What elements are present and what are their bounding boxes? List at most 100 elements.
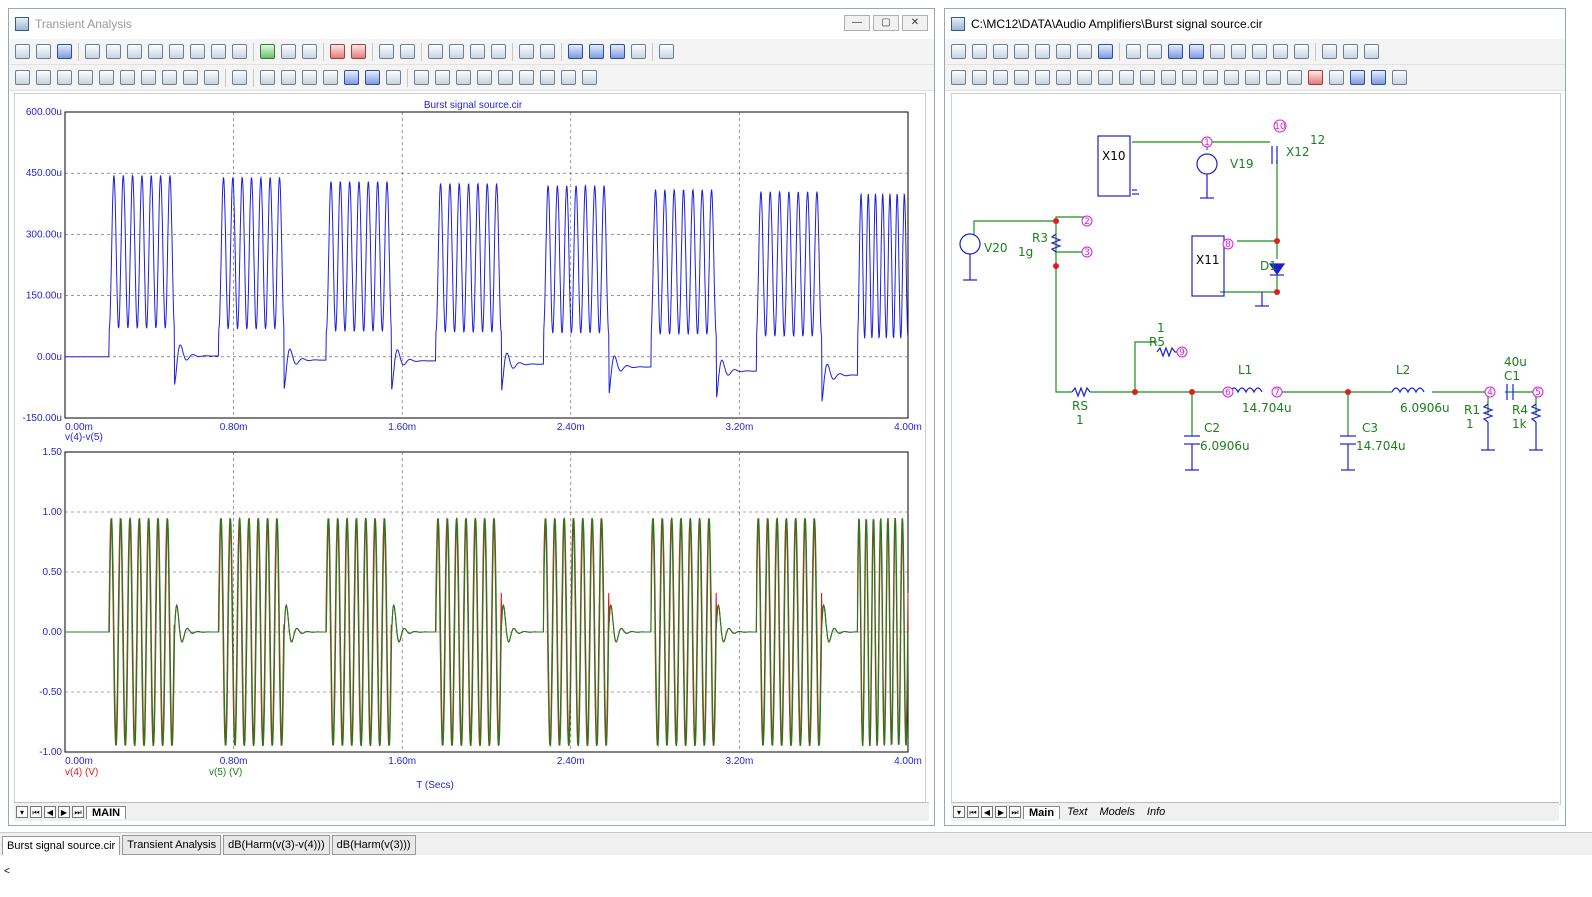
layout-b-icon[interactable] <box>449 44 464 59</box>
format-icon[interactable] <box>456 70 471 85</box>
graph-view-icon[interactable] <box>85 44 100 59</box>
info-icon[interactable] <box>1168 44 1183 59</box>
tab-main-plot[interactable]: MAIN <box>86 805 127 819</box>
copy-schematic-icon[interactable] <box>1224 70 1239 85</box>
more-icon[interactable] <box>1203 70 1218 85</box>
nav-down-icon[interactable]: ▾ <box>16 806 28 818</box>
s-nav-prev-icon[interactable]: ◀ <box>981 806 993 818</box>
component-icon[interactable] <box>1098 44 1113 59</box>
close-button[interactable]: ✕ <box>902 15 928 31</box>
cursor-mode-icon[interactable] <box>302 70 317 85</box>
zoom-in-y-icon[interactable] <box>148 44 163 59</box>
zoom-fit-icon[interactable] <box>568 44 583 59</box>
minor-grid-icon[interactable] <box>400 44 415 59</box>
align-middle-icon[interactable] <box>582 70 597 85</box>
transient-plot[interactable]: Burst signal source.cir 600.00u450.00u30… <box>15 94 925 804</box>
binoculars-icon[interactable] <box>1077 70 1092 85</box>
limits-icon[interactable] <box>659 44 674 59</box>
align-left-icon[interactable] <box>519 70 534 85</box>
schematic-window[interactable]: C:\MC12\DATA\Audio Amplifiers\Burst sign… <box>944 8 1566 826</box>
tile-icon[interactable] <box>540 44 555 59</box>
schematic-titlebar[interactable]: C:\MC12\DATA\Audio Amplifiers\Burst sign… <box>945 9 1565 39</box>
tab-info[interactable]: Info <box>1146 806 1166 818</box>
empty-icon[interactable] <box>972 70 987 85</box>
scale-icon[interactable] <box>330 44 345 59</box>
record-icon[interactable] <box>1161 70 1176 85</box>
flag-icon[interactable] <box>1056 44 1071 59</box>
select-mode-icon[interactable] <box>15 44 30 59</box>
zoom-out-icon[interactable] <box>1371 70 1386 85</box>
stop-circle-icon[interactable] <box>1182 70 1197 85</box>
grid-toggle-icon[interactable] <box>379 44 394 59</box>
tab-models[interactable]: Models <box>1099 806 1135 818</box>
inflection-icon[interactable] <box>99 70 114 85</box>
trace-v4-minus-v5[interactable] <box>65 173 909 402</box>
paste-schematic-icon[interactable] <box>1245 70 1260 85</box>
notes-icon[interactable] <box>1329 70 1344 85</box>
stop-icon[interactable] <box>281 44 296 59</box>
paste-icon[interactable] <box>498 70 513 85</box>
zoom-out-icon[interactable] <box>631 44 646 59</box>
split-icon[interactable] <box>519 44 534 59</box>
region-icon[interactable] <box>951 70 966 85</box>
help-icon[interactable] <box>1189 44 1204 59</box>
magnify-minus-icon[interactable] <box>365 70 380 85</box>
bottom-icon[interactable] <box>204 70 219 85</box>
transient-titlebar[interactable]: Transient Analysis — ▢ ✕ <box>9 9 934 39</box>
run-icon[interactable] <box>260 44 275 59</box>
zoom-x-icon[interactable] <box>589 44 604 59</box>
line-icon[interactable] <box>1035 44 1050 59</box>
flip-icon[interactable] <box>1035 70 1050 85</box>
global-low-icon[interactable] <box>162 70 177 85</box>
nav-last-icon[interactable]: ⏭ <box>72 806 84 818</box>
tab-main[interactable]: Main <box>1023 805 1061 819</box>
probe-icon[interactable] <box>1210 44 1225 59</box>
zoom-box-icon[interactable] <box>106 44 121 59</box>
s-nav-last-icon[interactable]: ⏭ <box>1009 806 1021 818</box>
pan-hand-icon[interactable] <box>36 44 51 59</box>
text-tool-icon[interactable] <box>211 44 226 59</box>
zoom-in-x-icon[interactable] <box>127 44 142 59</box>
page-icon[interactable] <box>1098 70 1113 85</box>
macro-icon[interactable] <box>1119 70 1134 85</box>
check-icon[interactable] <box>1231 44 1246 59</box>
s-nav-next-icon[interactable]: ▶ <box>995 806 1007 818</box>
clipboard-icon[interactable] <box>1266 70 1281 85</box>
horizontal-cursor-icon[interactable] <box>323 70 338 85</box>
bus-icon[interactable] <box>1077 44 1092 59</box>
low-icon[interactable] <box>78 70 93 85</box>
node-numbers-icon[interactable] <box>1126 44 1141 59</box>
nav-next-icon[interactable]: ▶ <box>58 806 70 818</box>
grid-icon[interactable] <box>1147 44 1162 59</box>
font-icon[interactable] <box>435 70 450 85</box>
wire-icon[interactable] <box>993 44 1008 59</box>
peak-icon[interactable] <box>15 70 30 85</box>
minimize-button[interactable]: — <box>844 15 870 31</box>
slope-icon[interactable] <box>120 70 135 85</box>
pause-icon[interactable] <box>302 44 317 59</box>
magnify-plus-icon[interactable] <box>344 70 359 85</box>
list-icon[interactable] <box>260 70 275 85</box>
valley-icon[interactable] <box>36 70 51 85</box>
s-nav-down-icon[interactable]: ▾ <box>953 806 965 818</box>
layout-a-icon[interactable] <box>428 44 443 59</box>
transient-analysis-window[interactable]: Transient Analysis — ▢ ✕ <box>8 8 935 826</box>
layout-d-icon[interactable] <box>491 44 506 59</box>
nav-first-icon[interactable]: ⏮ <box>30 806 42 818</box>
zoom-in-icon[interactable] <box>1350 70 1365 85</box>
attribute-b-icon[interactable] <box>1343 44 1358 59</box>
rotate-icon[interactable] <box>993 70 1008 85</box>
scope-icon[interactable] <box>57 44 72 59</box>
grid-menu-icon[interactable] <box>414 70 429 85</box>
doc-tab-circuit[interactable]: Burst signal source.cir <box>2 836 121 855</box>
s-nav-first-icon[interactable]: ⏮ <box>967 806 979 818</box>
function-icon[interactable] <box>190 44 205 59</box>
data-points-icon[interactable] <box>281 70 296 85</box>
cursor-icon[interactable] <box>169 44 184 59</box>
waveform-icon[interactable] <box>1252 44 1267 59</box>
table-icon[interactable] <box>1273 44 1288 59</box>
schematic-drawing[interactable]: 2 3 1 10 8 9 6 7 4 5 X10 X11 X12 12 V19 … <box>952 94 1560 804</box>
hand-icon[interactable] <box>972 44 987 59</box>
auto-scale-icon[interactable] <box>351 44 366 59</box>
